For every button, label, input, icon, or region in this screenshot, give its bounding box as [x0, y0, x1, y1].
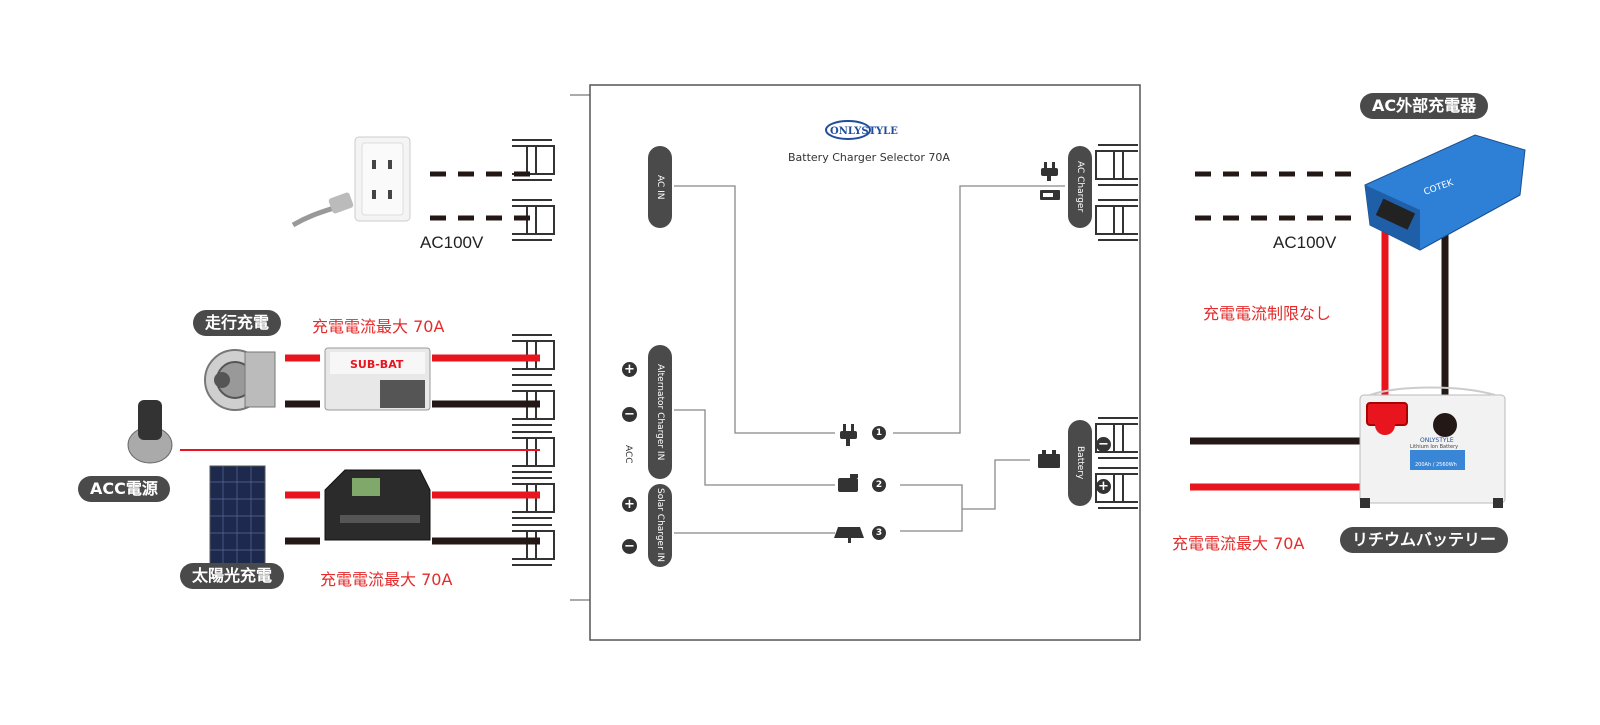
- lithium-battery-badge: リチウムバッテリー: [1340, 527, 1509, 553]
- terminal-acc: [511, 431, 555, 473]
- battery-plus-sign: +: [1096, 479, 1111, 494]
- no-limit-label: 充電電流制限なし: [1203, 304, 1332, 323]
- driving-current-label: 充電電流最大 70A: [312, 317, 445, 336]
- ignition-key-image: [127, 400, 173, 464]
- battery-icon: [1038, 450, 1060, 468]
- alt-minus-sign: −: [622, 407, 637, 422]
- port-battery: Battery: [1068, 420, 1092, 506]
- svg-text:SUB-BAT: SUB-BAT: [350, 358, 404, 371]
- battery-minus-sign: −: [1096, 437, 1111, 452]
- solar-current-label: 充電電流最大 70A: [320, 570, 453, 589]
- svg-text:Lithium Ion Battery: Lithium Ion Battery: [1410, 444, 1458, 450]
- left-ac100v-label: AC100V: [420, 233, 484, 252]
- onlystyle-logo: ONLYSTYLE: [825, 120, 898, 140]
- lithium-battery-image: ONLYSTYLE 200Ah / 2560Wh Lithium Ion Bat…: [1359, 386, 1506, 508]
- device-model-label: Battery Charger Selector 70A: [788, 151, 950, 164]
- alternator-image: [204, 349, 276, 411]
- ac-external-charger-badge: AC外部充電器: [1360, 93, 1489, 119]
- acc-power-badge: ACC電源: [78, 476, 170, 502]
- selector-box: [589, 84, 1141, 641]
- alternator-icon: [838, 474, 858, 492]
- svg-text:200Ah / 2560Wh: 200Ah / 2560Wh: [1415, 462, 1457, 468]
- port-acc-label: ACC: [623, 445, 633, 464]
- driving-charge-badge: 走行充電: [193, 310, 282, 336]
- svg-text:ONLYSTYLE: ONLYSTYLE: [1420, 437, 1454, 444]
- right-ac100v-label: AC100V: [1273, 233, 1337, 252]
- ac-charger-image: COTEK: [1364, 134, 1526, 251]
- solar-controller-image: [324, 469, 431, 541]
- solar-panel-image: [209, 465, 266, 567]
- solar-icon: [834, 527, 864, 543]
- ac-charger-plug-icon: [1040, 162, 1060, 200]
- svg-text:ONLYSTYLE: ONLYSTYLE: [830, 126, 898, 137]
- port-solar: Solar Charger IN: [648, 484, 672, 567]
- port-ac-charger: AC Charger: [1068, 146, 1092, 228]
- solar-charge-badge: 太陽光充電: [180, 563, 285, 589]
- wall-outlet-image: [291, 136, 411, 228]
- solar-plus-sign: +: [622, 497, 637, 512]
- isolator-module-image: SUB-BAT: [324, 347, 431, 411]
- solar-minus-sign: −: [622, 539, 637, 554]
- terminal-solar-minus: [511, 524, 555, 566]
- port-ac-in: AC IN: [648, 146, 672, 228]
- plug-icon: [840, 424, 857, 446]
- port-alternator: Alternator Charger IN: [648, 345, 672, 479]
- alt-plus-sign: +: [622, 362, 637, 377]
- battery-current-label: 充電電流最大 70A: [1172, 534, 1305, 553]
- input-number-3: 3: [872, 526, 886, 540]
- input-number-1: 1: [872, 426, 886, 440]
- input-number-2: 2: [872, 478, 886, 492]
